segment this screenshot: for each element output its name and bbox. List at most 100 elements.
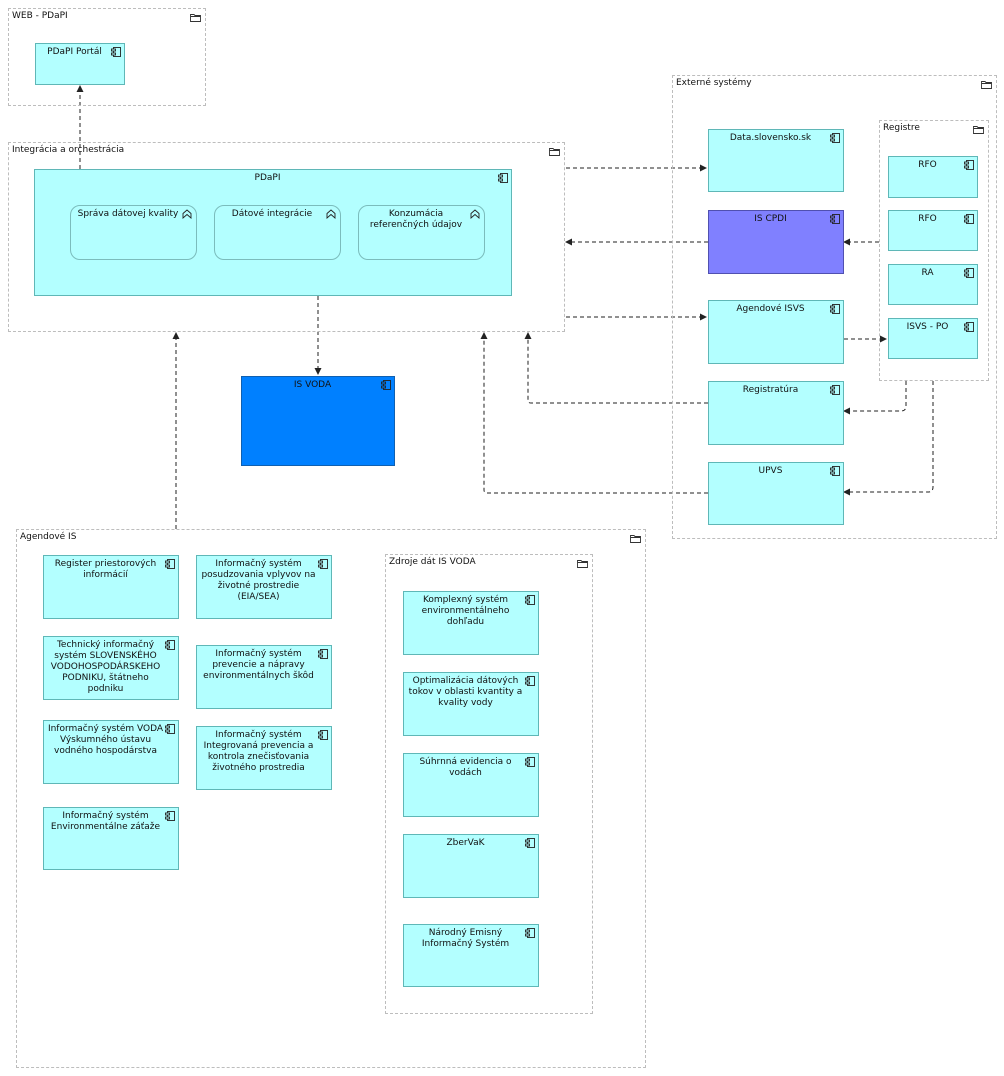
component-icon: [830, 466, 840, 476]
component-label: ZberVaK: [446, 838, 485, 848]
function-icon: [470, 209, 480, 219]
group-data-sources: Zdroje dát IS VODA: [385, 554, 593, 1014]
component-icon: [525, 838, 535, 848]
component-icon: [318, 559, 328, 569]
folder-icon: [630, 535, 641, 543]
component-data-source[interactable]: ZberVaK: [403, 834, 539, 898]
component-data-source[interactable]: Národný Emisný Informačný Systém: [403, 924, 539, 987]
component-icon: [830, 133, 840, 143]
group-integration: Integrácia a orchestrácia: [8, 142, 565, 332]
function-icon: [326, 209, 336, 219]
component-icon: [964, 214, 974, 224]
component-agenda-is[interactable]: Register priestorových informácií: [43, 555, 179, 619]
component-is-cpdi[interactable]: IS CPDI: [708, 210, 844, 274]
group-label: Registre: [883, 123, 920, 133]
group-agenda-is: Agendové IS: [16, 529, 646, 1068]
component-icon: [165, 811, 175, 821]
component-icon: [111, 47, 121, 57]
component-label: PDaPI Portál: [47, 47, 102, 57]
component-icon: [525, 928, 535, 938]
component-icon: [830, 304, 840, 314]
component-isvs-po[interactable]: ISVS - PO: [888, 318, 978, 359]
component-label: Agendové ISVS: [736, 304, 805, 314]
flow-registratura-to-integration: [524, 332, 708, 404]
component-agenda-is[interactable]: Informačný systém posudzovania vplyvov n…: [196, 555, 332, 619]
component-icon: [318, 730, 328, 740]
component-icon: [498, 173, 508, 183]
component-label: Optimalizácia dátových tokov v oblasti k…: [408, 676, 523, 708]
group-label: Integrácia a orchestrácia: [12, 145, 125, 155]
component-label: PDaPI: [254, 173, 281, 183]
group-label: WEB - PDaPI: [12, 11, 68, 21]
function-label: Konzumácia referenčných údajov: [369, 209, 463, 230]
component-upvs[interactable]: UPVS: [708, 462, 844, 525]
component-icon: [830, 214, 840, 224]
flow-registers-to-upvs: [843, 381, 934, 496]
component-icon: [964, 322, 974, 332]
function-icon: [182, 209, 192, 219]
component-label: Informačný systém Integrovaná prevencia …: [203, 730, 314, 773]
component-agenda-is[interactable]: Informačný systém VODA Výskumného ústavu…: [43, 720, 179, 784]
group-label: Zdroje dát IS VODA: [389, 557, 476, 567]
component-label: Komplexný systém environmentálneho dohľa…: [421, 595, 510, 627]
folder-icon: [549, 148, 560, 156]
component-label: IS CPDI: [754, 214, 787, 224]
component-data-source[interactable]: Komplexný systém environmentálneho dohľa…: [403, 591, 539, 655]
group-external-systems: Externé systémy: [672, 75, 997, 539]
group-registers: Registre: [879, 120, 989, 381]
folder-icon: [973, 126, 984, 134]
component-label: IS VODA: [293, 380, 332, 390]
component-label: Národný Emisný Informačný Systém: [421, 928, 510, 949]
component-label: Data.slovensko.sk: [729, 133, 812, 143]
component-icon: [964, 160, 974, 170]
component-label: Súhrnná evidencia o vodách: [419, 757, 512, 778]
function-label: Správa dátovej kvality: [77, 209, 179, 219]
flow-upvs-to-integration: [480, 332, 708, 494]
component-icon: [381, 380, 391, 390]
component-agenda-is[interactable]: Informačný systém prevencie a nápravy en…: [196, 645, 332, 709]
function-data-quality[interactable]: Správa dátovej kvality: [70, 205, 197, 260]
component-label: Register priestorových informácií: [54, 559, 157, 580]
component-data-source[interactable]: Optimalizácia dátových tokov v oblasti k…: [403, 672, 539, 736]
component-label: Informačný systém posudzovania vplyvov n…: [201, 559, 316, 602]
group-web-pdapi: WEB - PDaPI: [8, 8, 206, 106]
component-label: Informačný systém prevencie a nápravy en…: [203, 649, 314, 681]
component-agenda-is[interactable]: Informačný systém Integrovaná prevencia …: [196, 726, 332, 790]
folder-icon: [577, 560, 588, 568]
component-icon: [165, 640, 175, 650]
component-icon: [964, 268, 974, 278]
component-rfo-2[interactable]: RFO: [888, 210, 978, 251]
component-agendove-isvs[interactable]: Agendové ISVS: [708, 300, 844, 364]
flow-registers-to-registratura: [843, 381, 907, 415]
component-rfo-1[interactable]: RFO: [888, 156, 978, 198]
component-label: Informačný systém VODA Výskumného ústavu…: [47, 724, 164, 756]
component-icon: [525, 676, 535, 686]
component-icon: [165, 724, 175, 734]
folder-icon: [190, 14, 201, 22]
function-label: Dátové integrácie: [231, 209, 313, 219]
component-icon: [318, 649, 328, 659]
folder-icon: [981, 81, 992, 89]
component-icon: [830, 385, 840, 395]
group-label: Externé systémy: [676, 78, 752, 88]
component-agenda-is[interactable]: Informačný systém Environmentálne záťaže: [43, 807, 179, 870]
component-icon: [165, 559, 175, 569]
component-agenda-is[interactable]: Technický informačný systém SLOVENSKÉHO …: [43, 636, 179, 700]
component-label: Informačný systém Environmentálne záťaže: [50, 811, 161, 832]
group-label: Agendové IS: [20, 532, 77, 542]
component-data-source[interactable]: Súhrnná evidencia o vodách: [403, 753, 539, 817]
function-reference-data[interactable]: Konzumácia referenčných údajov: [358, 205, 485, 260]
component-label: RFO: [918, 160, 937, 170]
component-registratura[interactable]: Registratúra: [708, 381, 844, 445]
component-pdapi-portal[interactable]: PDaPI Portál: [35, 43, 125, 85]
component-icon: [525, 757, 535, 767]
component-label: Registratúra: [742, 385, 799, 395]
function-data-integrations[interactable]: Dátové integrácie: [214, 205, 341, 260]
component-ra[interactable]: RA: [888, 264, 978, 305]
component-data-slovensko[interactable]: Data.slovensko.sk: [708, 129, 844, 192]
component-label: UPVS: [758, 466, 783, 476]
component-label: RA: [921, 268, 934, 278]
component-is-voda[interactable]: IS VODA: [241, 376, 395, 466]
component-label: ISVS - PO: [906, 322, 949, 332]
